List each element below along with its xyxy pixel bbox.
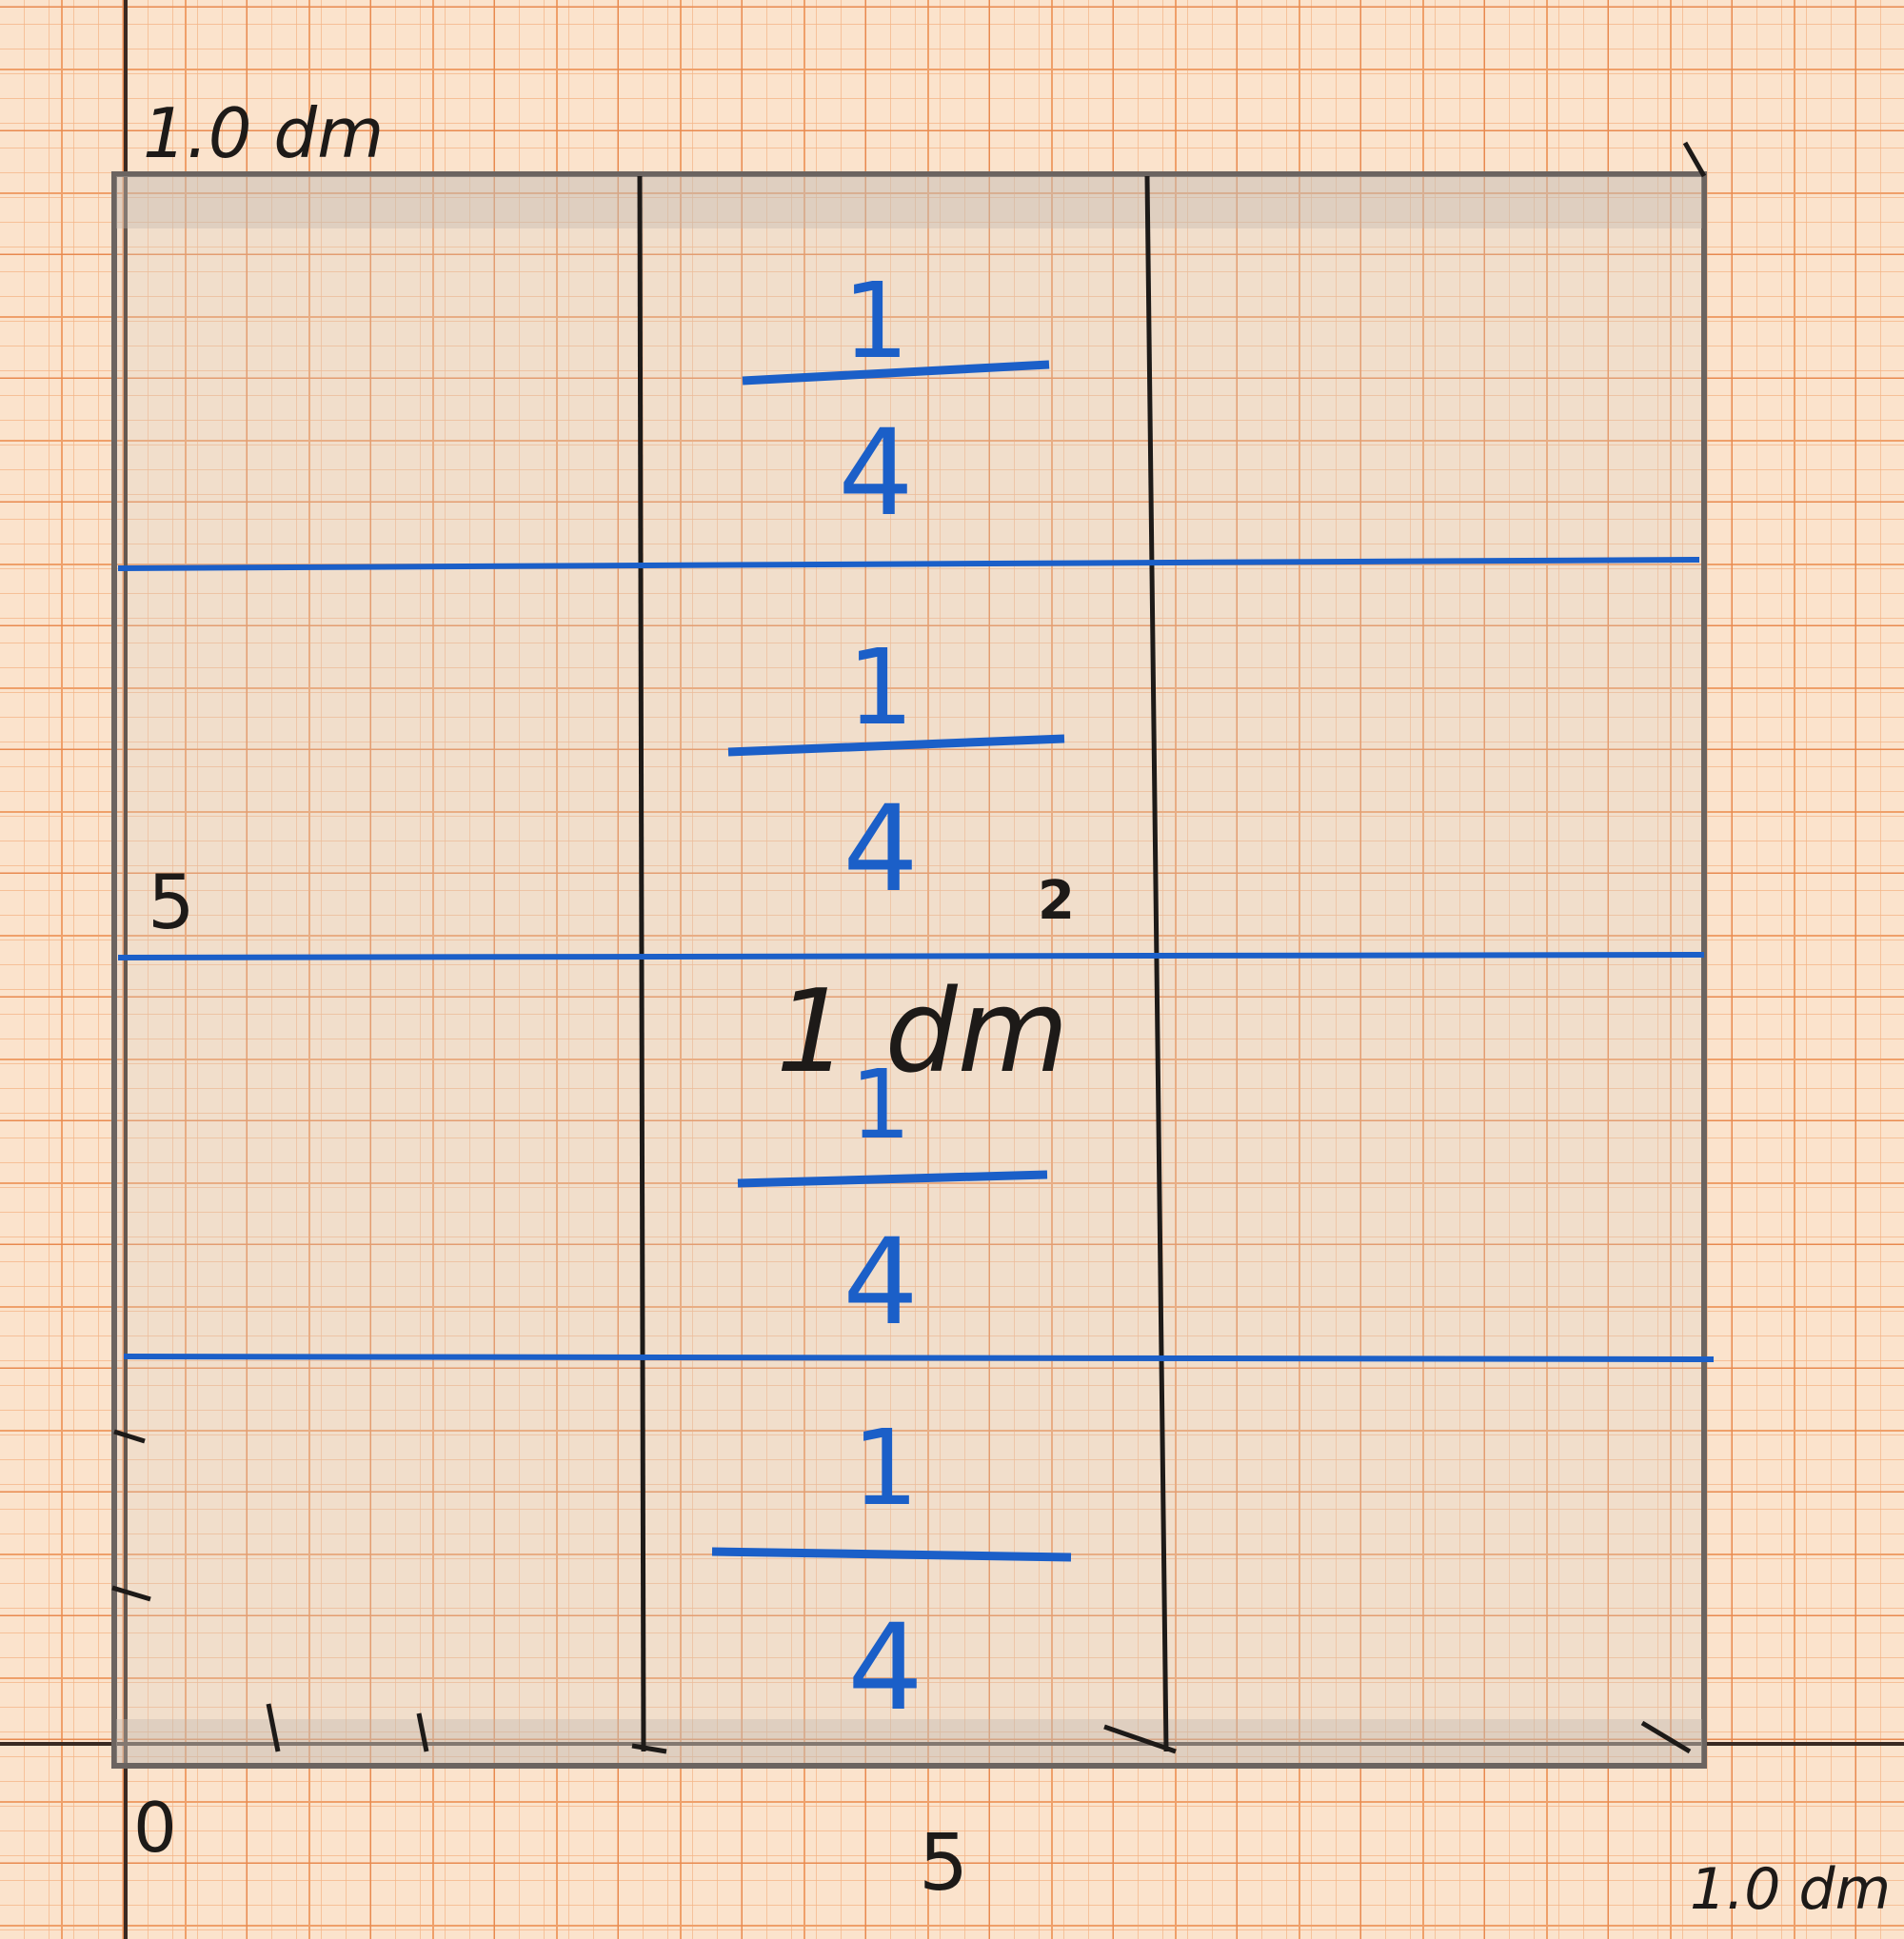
blue-divider-1 — [117, 557, 1700, 571]
y-mid-label: 5 — [148, 861, 195, 946]
black-divider-left — [637, 175, 646, 1752]
fraction-3: 1 4 — [737, 1049, 1048, 1352]
fraction-denominator: 4 — [838, 405, 914, 543]
fraction-1: 1 4 — [742, 260, 1050, 543]
black-divider-right — [1144, 175, 1169, 1752]
fraction-bar — [727, 734, 1065, 757]
fraction-bar — [711, 1547, 1072, 1562]
fraction-numerator: 1 — [847, 626, 914, 748]
blue-divider-2 — [117, 952, 1705, 960]
x-end-label: 1.0 dm — [1690, 1856, 1891, 1923]
fraction-numerator: 1 — [852, 1407, 919, 1529]
fraction-numerator: 1 — [843, 260, 909, 382]
transparent-square — [111, 171, 1707, 1769]
square-bottom-edge — [116, 1719, 1702, 1763]
tick-marks — [111, 141, 1707, 1754]
fraction-4: 1 4 — [711, 1407, 1072, 1737]
fraction-numerator: 1 — [850, 1049, 911, 1160]
area-exponent: 2 — [1038, 870, 1075, 932]
x-origin-label: 0 — [133, 1788, 177, 1868]
fraction-2: 1 4 — [727, 626, 1065, 919]
fraction-denominator: 4 — [843, 1214, 919, 1352]
fraction-bar — [737, 1170, 1048, 1188]
fraction-bar — [742, 360, 1050, 386]
square-top-edge — [116, 176, 1702, 228]
y-top-label: 1.0 dm — [143, 93, 384, 173]
area-label: 1 dm — [776, 966, 1069, 1098]
fraction-denominator: 4 — [843, 781, 919, 919]
fraction-denominator: 4 — [847, 1599, 923, 1737]
x-mid-label: 5 — [919, 1818, 968, 1909]
blue-divider-3 — [123, 1354, 1715, 1362]
